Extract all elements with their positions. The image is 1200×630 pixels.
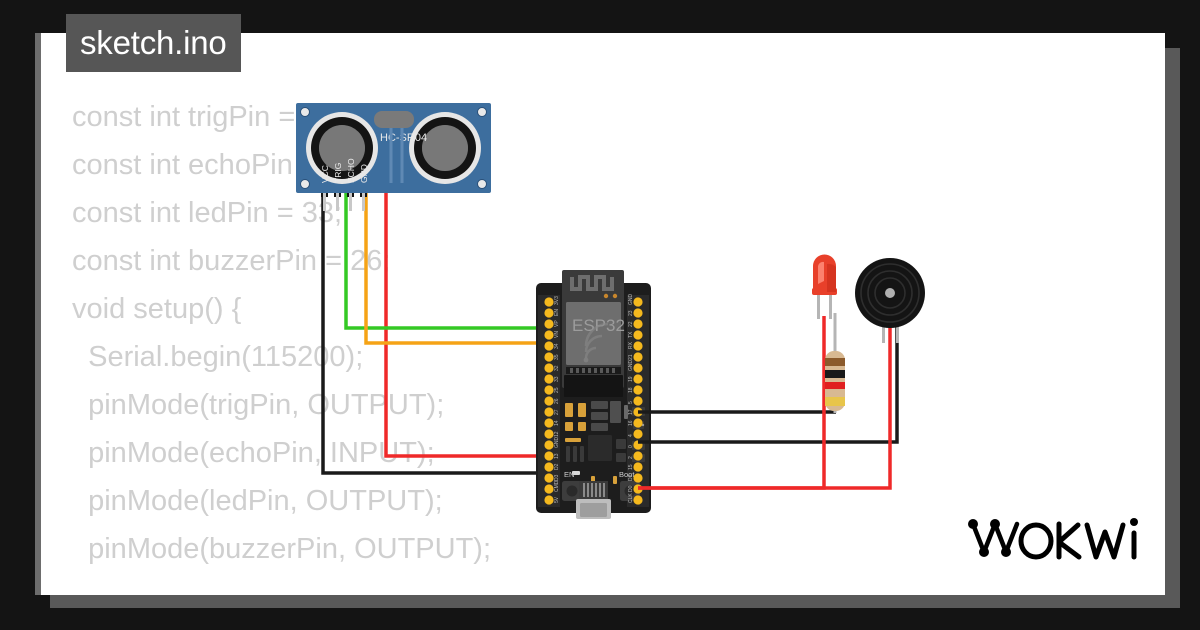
svg-text:CLK: CLK <box>628 493 634 503</box>
svg-text:0: 0 <box>628 445 634 448</box>
wire-sensor-gnd[interactable] <box>321 188 538 475</box>
svg-text:4: 4 <box>628 434 634 437</box>
sensor-pcb-traces <box>389 128 404 183</box>
buzzer-ring-outer <box>860 263 920 323</box>
buzzer-sound-hole <box>885 288 895 298</box>
svg-text:D0: D0 <box>628 485 634 492</box>
svg-text:5: 5 <box>628 401 634 404</box>
wire-buzzer-positive[interactable] <box>638 318 892 490</box>
svg-text:GND: GND <box>628 294 634 306</box>
esp32-devkit-board[interactable]: ESP32 <box>536 270 651 519</box>
led-bulb-shade <box>827 263 836 292</box>
sensor-pin-label-trig: TRIG <box>333 163 343 183</box>
esp32-en-button-label: EN <box>564 470 574 479</box>
svg-text:D2: D2 <box>554 463 560 470</box>
wokwi-logo-nodes <box>968 519 1011 557</box>
svg-text:12: 12 <box>554 431 560 437</box>
resistor-band-gold <box>825 397 845 406</box>
file-tab-sketch-ino[interactable]: sketch.ino <box>66 14 241 72</box>
svg-text:16: 16 <box>628 420 634 426</box>
esp32-module: ESP32 <box>562 270 625 397</box>
sensor-transducer-left <box>306 112 378 184</box>
sensor-pin-labels: VCC TRIG ECHO GND <box>320 158 369 183</box>
svg-text:34: 34 <box>554 343 560 349</box>
svg-text:35: 35 <box>554 354 560 360</box>
svg-text:19: 19 <box>628 376 634 382</box>
buzzer-positive-lead <box>882 315 885 343</box>
svg-text:33: 33 <box>554 376 560 382</box>
svg-text:15: 15 <box>628 464 634 470</box>
wokwi-logo-svg <box>968 518 1138 560</box>
svg-text:27: 27 <box>554 409 560 415</box>
esp32-right-pin-labels: GND 23 22 TX RX 21 GND 19 18 5 17 16 4 0… <box>628 294 634 504</box>
sensor-crystal <box>374 111 414 128</box>
led-red[interactable] <box>812 254 837 320</box>
svg-text:RX: RX <box>628 341 634 349</box>
svg-text:22: 22 <box>628 321 634 327</box>
resistor-1k[interactable] <box>825 313 845 413</box>
svg-text:D3: D3 <box>554 474 560 481</box>
led-cathode-lead <box>829 293 832 319</box>
wire-sensor-vcc[interactable] <box>384 188 538 458</box>
svg-text:26: 26 <box>554 398 560 404</box>
svg-text:2: 2 <box>628 456 634 459</box>
svg-text:3V3: 3V3 <box>554 296 560 305</box>
svg-text:VP: VP <box>554 320 560 327</box>
sensor-mounting-holes <box>300 107 487 189</box>
svg-text:23: 23 <box>628 310 634 316</box>
svg-text:VN: VN <box>554 331 560 338</box>
wokwi-logo-dot <box>1130 518 1138 526</box>
led-anode-lead <box>817 293 820 319</box>
sensor-transducer-right <box>409 112 481 184</box>
svg-text:5V: 5V <box>554 496 560 503</box>
buzzer-negative-lead <box>896 315 899 343</box>
esp32-left-pins[interactable] <box>544 297 554 505</box>
svg-text:EN: EN <box>554 309 560 316</box>
esp32-boot-button-label: Boot <box>619 470 635 479</box>
svg-text:32: 32 <box>554 365 560 371</box>
buzzer-ring-inner <box>874 277 906 309</box>
svg-text:D1: D1 <box>628 474 634 481</box>
wokwi-logo <box>963 506 1141 573</box>
diagram-canvas-panel[interactable]: const int trigPin = 32; const int echoPi… <box>35 33 1165 595</box>
buzzer-ring-mid <box>867 270 913 316</box>
resistor-band-red <box>825 382 845 389</box>
svg-text:GND: GND <box>628 360 634 372</box>
wire-group-front <box>638 316 899 490</box>
sensor-pin-label-gnd: GND <box>359 164 369 183</box>
esp32-en-button[interactable] <box>562 481 582 501</box>
wire-led-anode[interactable] <box>638 316 826 490</box>
circuit-diagram[interactable]: HC-SR04 VCC TRIG ECHO GND <box>41 33 1165 595</box>
sensor-pin-label-vcc: VCC <box>320 165 330 183</box>
led-highlight <box>818 261 824 284</box>
esp32-boot-button[interactable] <box>620 481 640 501</box>
svg-text:GND: GND <box>554 437 560 449</box>
sensor-part-label: HC-SR04 <box>380 132 427 144</box>
svg-text:18: 18 <box>628 387 634 393</box>
resistor-band-brown <box>825 358 845 366</box>
wire-buzzer-gnd[interactable] <box>638 318 899 444</box>
svg-text:13: 13 <box>554 453 560 459</box>
esp32-usb-connector <box>576 481 611 519</box>
sensor-pin-label-echo: ECHO <box>346 158 356 183</box>
svg-text:25: 25 <box>554 387 560 393</box>
svg-text:21: 21 <box>628 354 634 360</box>
buzzer[interactable] <box>855 258 925 343</box>
resistor-band-black <box>825 370 845 378</box>
ultrasonic-sensor-hc-sr04[interactable]: HC-SR04 VCC TRIG ECHO GND <box>296 103 491 211</box>
svg-text:17: 17 <box>628 409 634 415</box>
svg-text:TX: TX <box>628 331 634 338</box>
svg-text:14: 14 <box>554 420 560 426</box>
svg-text:CMD: CMD <box>554 480 560 492</box>
esp32-left-pin-labels: 3V3 EN VP VN 34 35 32 33 25 26 27 14 12 … <box>554 296 560 503</box>
